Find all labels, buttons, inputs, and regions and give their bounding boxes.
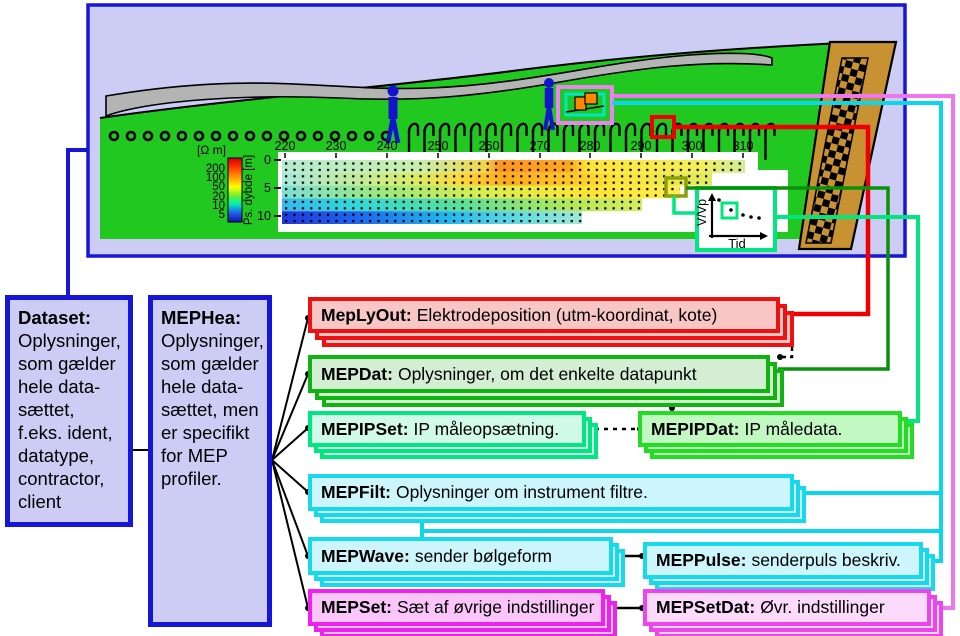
dataset-title: Dataset:: [18, 307, 91, 328]
record-desc: IP måleopsætning.: [413, 418, 560, 439]
svg-text:50: 50: [212, 181, 225, 193]
record-title: MEPPulse:: [656, 550, 747, 570]
svg-text:10: 10: [257, 209, 271, 223]
data-connector: [686, 186, 890, 371]
record-mepsetdat: MEPSetDat: Øvr. indstillinger: [643, 589, 931, 626]
instrument-icon: [556, 85, 614, 125]
record-meppulse: MEPPulse: senderpuls beskriv.: [643, 542, 923, 579]
svg-text:290: 290: [631, 139, 652, 153]
record-title: MEPSet:: [321, 597, 392, 617]
resistivity-section: [278, 152, 788, 232]
filter-connector: [612, 101, 943, 563]
inset-x-label: Tid: [728, 236, 746, 251]
svg-text:280: 280: [580, 139, 601, 153]
record-title: MEPIPSet:: [321, 418, 409, 439]
svg-text:310: 310: [733, 139, 754, 153]
section-x-axis: 220 230 240 250 260 270 280 290 300 310: [275, 139, 754, 158]
ipdat-connector: [775, 215, 920, 423]
dataset-connector: [66, 148, 89, 297]
record-title: MEPFilt:: [321, 482, 391, 502]
record-mepipset: MEPIPSet: IP måleopsætning.: [308, 411, 586, 447]
record-mepwave: MEPWave: sender bølgeform: [308, 537, 613, 575]
record-title: MEPIPDat:: [651, 418, 740, 439]
record-title: MEPDat:: [321, 363, 393, 384]
svg-text:10: 10: [212, 200, 225, 212]
svg-text:240: 240: [377, 139, 398, 153]
layout-connector: [674, 124, 871, 317]
record-desc: Øvr. indstillinger: [760, 597, 885, 617]
record-desc: sender bølgeform: [414, 545, 552, 566]
cable-dot-row: [108, 128, 398, 144]
record-desc: senderpuls beskriv.: [751, 550, 901, 570]
depth-axis-label: Ps. dybde [m]: [243, 155, 255, 225]
svg-text:230: 230: [326, 139, 347, 153]
mephea-panel: MEPHea: Oplysninger, som gælder hele dat…: [148, 295, 272, 627]
mephea-body: Oplysninger, som gælder hele data-sættet…: [161, 329, 264, 489]
record-mepdat: MEPDat: Oplysninger, om det enkelte data…: [308, 355, 770, 393]
scale-unit-label: [Ω m]: [197, 143, 226, 157]
hierarchy-links: [133, 317, 794, 610]
person-icon: [543, 78, 555, 131]
wave-branch: [420, 517, 941, 539]
svg-text:260: 260: [479, 139, 500, 153]
ip-inset-link: [672, 196, 697, 215]
section-y-axis: 0 5 10 Ps. dybde [m]: [243, 153, 281, 225]
record-desc: Oplysninger om instrument filtre.: [396, 482, 648, 502]
record-desc: Elektrodeposition (utm-koordinat, kote): [416, 304, 718, 325]
record-desc: Oplysninger, om det enkelte datapunkt: [397, 363, 697, 384]
record-mepfilt: MEPFilt: Oplysninger om instrument filtr…: [308, 474, 794, 511]
svg-text:300: 300: [682, 139, 703, 153]
svg-text:270: 270: [530, 139, 551, 153]
svg-text:0: 0: [264, 153, 271, 167]
record-title: MEPWave:: [321, 545, 410, 566]
svg-text:200: 200: [206, 163, 225, 175]
settings-connector: [612, 94, 955, 610]
record-desc: Sæt af øvrige indstillinger: [396, 597, 595, 617]
inset-y-label: V/Vp: [695, 199, 709, 226]
record-desc: IP måledata.: [744, 418, 843, 439]
dataset-body: Oplysninger, som gælder hele data-sættet…: [18, 329, 121, 512]
ip-decay-inset: V/Vp Tid: [695, 186, 777, 252]
record-mepset: MEPSet: Sæt af øvrige indstillinger: [308, 589, 605, 626]
record-title: MEPSetDat:: [656, 597, 756, 617]
svg-text:5: 5: [219, 209, 225, 221]
svg-text:250: 250: [428, 139, 449, 153]
color-scale: [Ω m] 200 100 50 20 10 5: [197, 143, 243, 223]
record-meplyout: MepLyOut: Elektrodeposition (utm-koordin…: [308, 297, 780, 333]
record-mepipdat: MEPIPDat: IP måledata.: [638, 411, 902, 447]
svg-text:20: 20: [212, 191, 225, 203]
dataset-panel: Dataset: Oplysninger, som gælder hele da…: [5, 295, 133, 527]
person-icon: [385, 85, 401, 144]
mephea-title: MEPHea:: [161, 307, 242, 328]
record-title: MepLyOut:: [321, 304, 412, 325]
svg-text:100: 100: [206, 172, 225, 184]
svg-text:220: 220: [275, 139, 296, 153]
connectors: [66, 94, 955, 610]
svg-text:5: 5: [264, 181, 271, 195]
